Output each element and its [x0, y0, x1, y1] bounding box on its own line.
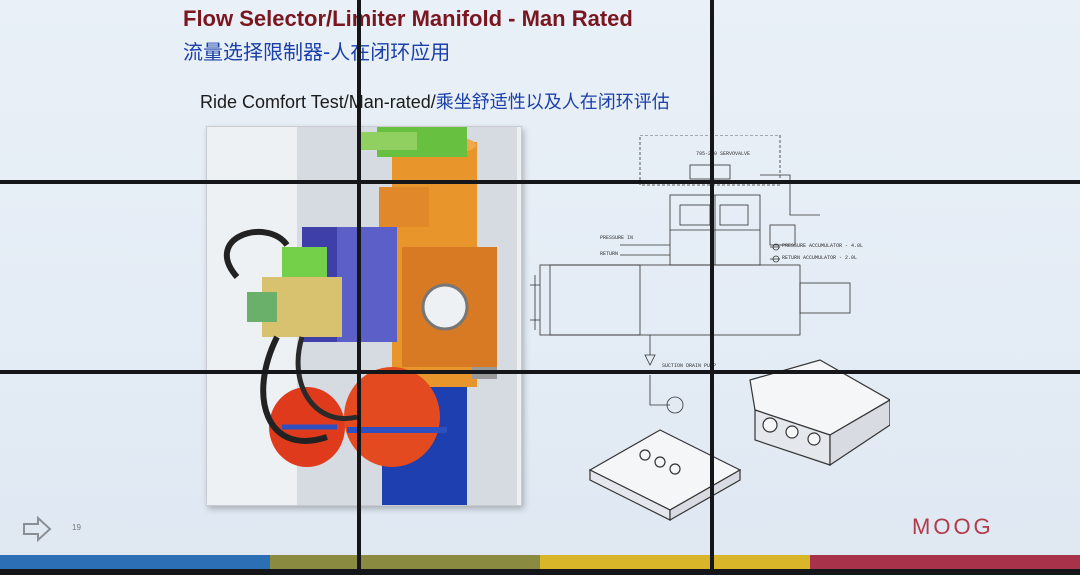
return-label: RETURN	[600, 251, 619, 257]
stripe-2	[135, 555, 270, 569]
ride-comfort-english: Ride Comfort Test/Man-rated/	[200, 92, 436, 112]
screen-bezel	[0, 569, 1080, 575]
moog-logo: MOOG	[912, 514, 994, 539]
stripe-4	[405, 555, 540, 569]
right-arrow-icon[interactable]	[22, 516, 52, 542]
stripe-5	[540, 555, 675, 569]
screen-bezel	[0, 180, 1080, 184]
pressure-in-label: PRESSURE IN	[600, 235, 634, 241]
screen-bezel	[710, 0, 714, 575]
stripe-1	[0, 555, 135, 569]
pressure-accumulator-label: PRESSURE ACCUMULATOR - 4.0L	[782, 243, 864, 249]
stripe-3	[270, 555, 405, 569]
ride-comfort-chinese: 乘坐舒适性以及人在闭环评估	[435, 92, 670, 113]
slide-subtitle-chinese: 流量选择限制器-人在闭环应用	[183, 40, 451, 64]
screen-bezel	[357, 0, 361, 575]
page-number: 19	[72, 523, 81, 532]
return-accumulator-label: RETURN ACCUMULATOR - 2.0L	[782, 255, 858, 261]
hydraulic-schematic: 795-200 SERVOVALVE PRESSURE ACCUMULATOR …	[530, 134, 892, 540]
servovalve-label: 795-200 SERVOVALVE	[696, 151, 751, 157]
color-stripe-bar	[0, 555, 1080, 569]
ride-comfort-heading: Ride Comfort Test/Man-rated/乘坐舒适性以及人在闭环评…	[200, 88, 670, 114]
stripe-8	[945, 555, 1080, 569]
schematic-drawing	[530, 134, 892, 522]
slide-title: Flow Selector/Limiter Manifold - Man Rat…	[183, 6, 633, 31]
screen-bezel	[0, 370, 1080, 374]
stripe-7	[810, 555, 945, 569]
suction-drain-label: SUCTION DRAIN PUMP	[662, 363, 717, 369]
stripe-6	[675, 555, 810, 569]
